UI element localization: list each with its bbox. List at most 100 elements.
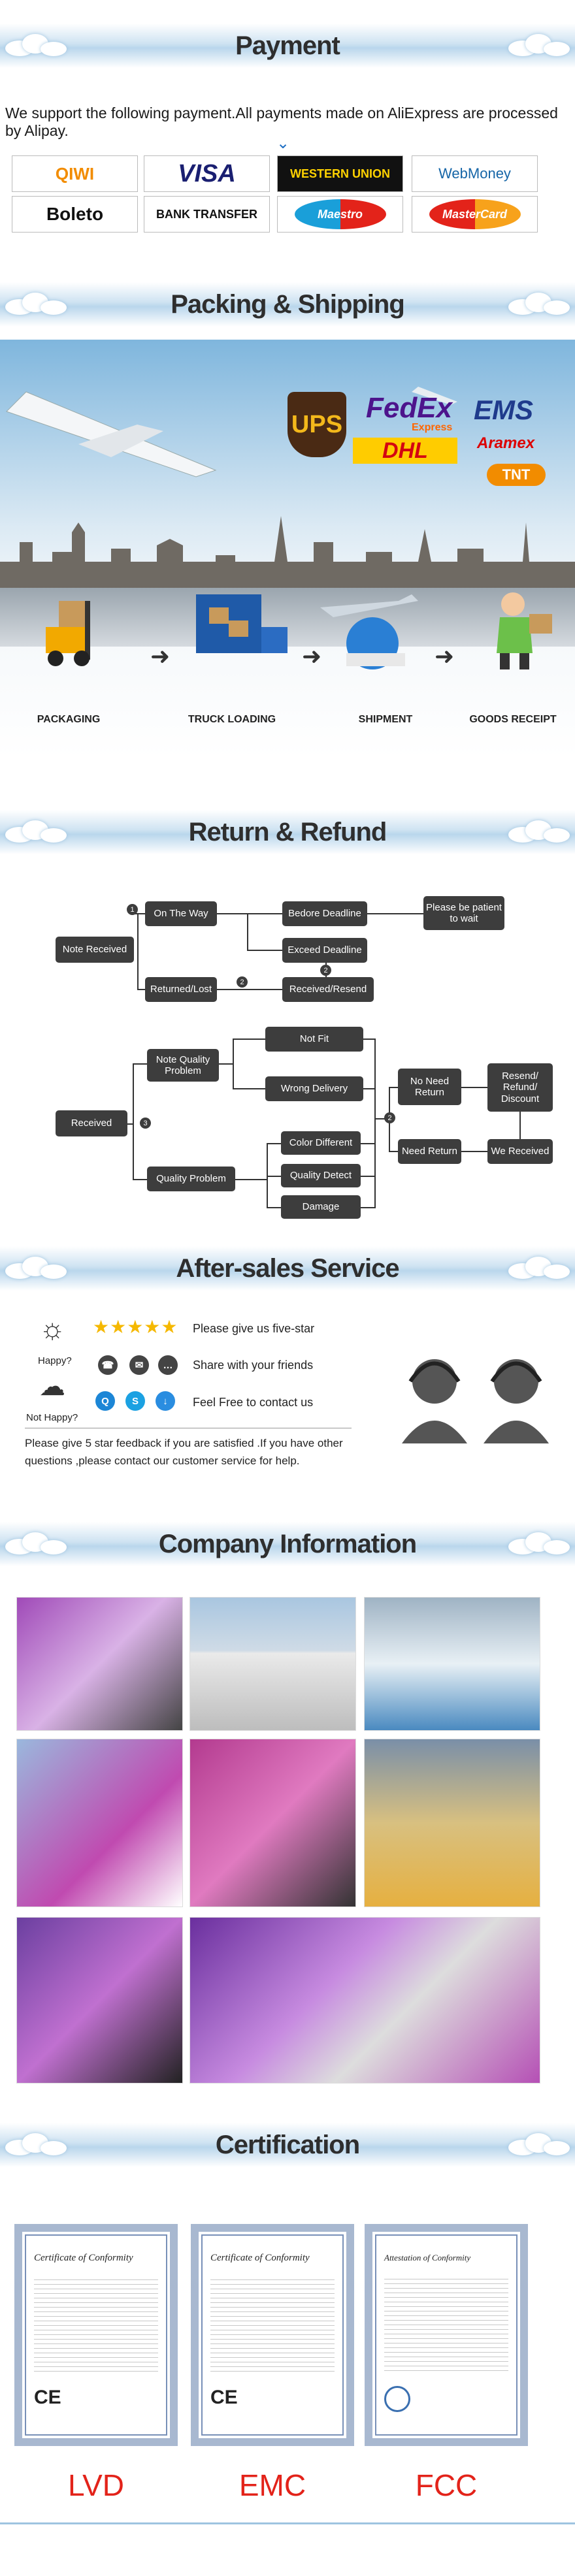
qiwi-logo: QIWI (12, 155, 138, 192)
five-star-text: Please give us five-star (193, 1322, 315, 1335)
company-photo (189, 1917, 540, 2084)
connector-line (367, 913, 423, 914)
share-text: Share with your friends (193, 1359, 314, 1372)
arrow-right-icon: ➜ (435, 643, 455, 669)
flow-node: Resend/ Refund/ Discount (487, 1063, 553, 1112)
connector-line (363, 1088, 376, 1089)
connector-line (267, 1143, 281, 1144)
fedex-express-label: Express (412, 422, 453, 433)
connector-line (133, 1063, 147, 1065)
section-title: Return & Refund (188, 817, 387, 846)
company-photo (189, 1597, 356, 1731)
step-label: PACKAGING (37, 714, 101, 725)
company-photo (16, 1739, 183, 1907)
flow-node: Quality Detect (281, 1164, 361, 1187)
bank-transfer-logo: BANK TRANSFER (144, 196, 270, 233)
aftersales-note: Please give 5 star feedback if you are s… (25, 1437, 343, 1468)
connector-line (133, 1063, 134, 1180)
flow-node: Please be patient to wait (423, 896, 504, 930)
connector-line (247, 913, 248, 950)
connector-line (376, 1118, 389, 1119)
ce-mark-icon: CE (210, 2387, 238, 2408)
cert-label: EMC (238, 2468, 306, 2502)
connector-line (361, 1176, 375, 1177)
globe-shipment-icon (320, 581, 418, 669)
cloud-decoration (503, 1530, 575, 1560)
cloud-decoration (503, 31, 575, 61)
connector-line (217, 989, 282, 990)
flow-node: Bedore Deadline (282, 901, 367, 926)
download-icon: ↓ (156, 1391, 175, 1411)
connector-line (235, 1179, 268, 1180)
shipping-illustration: UPS FedEx Express EMS DHL Aramex TNT (0, 340, 575, 758)
boleto-logo: Boleto (12, 196, 138, 233)
connector-line (519, 1112, 521, 1139)
section-title: Packing & Shipping (171, 289, 405, 319)
contact-text: Feel Free to contact us (193, 1396, 314, 1409)
flow-node: Wrong Delivery (265, 1076, 363, 1101)
step-number-badge: 2 (384, 1112, 395, 1123)
step-number-badge: 2 (237, 976, 248, 988)
chat-icon: … (158, 1355, 178, 1375)
flow-node: Need Return (398, 1139, 461, 1164)
ce-mark-icon: CE (34, 2387, 61, 2408)
company-photo (364, 1739, 540, 1907)
city-skyline-illustration (0, 516, 575, 588)
ups-logo: UPS (288, 392, 346, 457)
ems-logo: EMS (474, 394, 534, 425)
section-title: After-sales Service (176, 1253, 399, 1283)
flow-node: Returned/Lost (145, 977, 217, 1002)
connector-line (137, 913, 145, 914)
connector-line (233, 1038, 234, 1089)
fedex-logo: FedEx (366, 392, 453, 424)
certificate-title: Certificate of Conformity (34, 2253, 133, 2263)
connector-line (361, 1143, 375, 1144)
airplane-icon (6, 387, 457, 477)
flow-node: Received/Resend (282, 977, 374, 1002)
cloud-decoration (0, 2131, 72, 2161)
certificate-title: Certificate of Conformity (210, 2253, 310, 2263)
step-label: GOODS RECEIPT (469, 714, 557, 725)
visa-logo: VISA (144, 155, 270, 192)
company-photo (16, 1597, 183, 1731)
certificate-emc: Certificate of Conformity CE (191, 2224, 354, 2446)
connector-line (363, 1038, 376, 1040)
mastercard-logo: MasterCard (412, 196, 538, 233)
step-number-badge: 2 (320, 965, 331, 976)
connector-line (137, 913, 139, 990)
arrow-right-icon: ➜ (302, 643, 322, 669)
cloud-decoration (503, 290, 575, 320)
flow-node: Damage (281, 1195, 361, 1219)
qq-icon: Q (95, 1391, 115, 1411)
flow-node: Not Fit (265, 1027, 363, 1052)
connector-line (219, 1063, 233, 1065)
certificate-lvd: Certificate of Conformity CE (14, 2224, 178, 2446)
mail-icon: ✉ (129, 1355, 149, 1375)
cloud-decoration (503, 2131, 575, 2161)
cloud-decoration (0, 818, 72, 848)
section-title: Company Information (158, 1529, 417, 1558)
customer-service-icon (402, 1359, 549, 1443)
section-header-company: Company Information (0, 1522, 575, 1566)
arrow-right-icon: ➜ (150, 643, 171, 669)
section-header-aftersales: After-sales Service (0, 1246, 575, 1291)
cert-label: FCC (415, 2468, 478, 2502)
skype-icon: S (125, 1391, 145, 1411)
cert-label: LVD (67, 2468, 125, 2502)
cloud-decoration (0, 31, 72, 61)
connector-line (267, 1207, 281, 1208)
section-header-payment: Payment (0, 24, 575, 68)
connector-line (247, 950, 282, 951)
flow-node: Note Quality Problem (147, 1049, 219, 1082)
section-title: Certification (215, 2130, 360, 2159)
step-label: TRUCK LOADING (188, 714, 276, 725)
flow-node: Quality Problem (147, 1167, 235, 1191)
maestro-logo: Maestro (277, 196, 403, 233)
connector-line (217, 913, 282, 914)
company-photo (189, 1739, 356, 1907)
webmoney-logo: WebMoney (412, 155, 538, 192)
company-photo (16, 1917, 183, 2084)
cloud-decoration (0, 1530, 72, 1560)
divider (0, 2522, 575, 2524)
happy-label: Happy? (38, 1355, 72, 1366)
